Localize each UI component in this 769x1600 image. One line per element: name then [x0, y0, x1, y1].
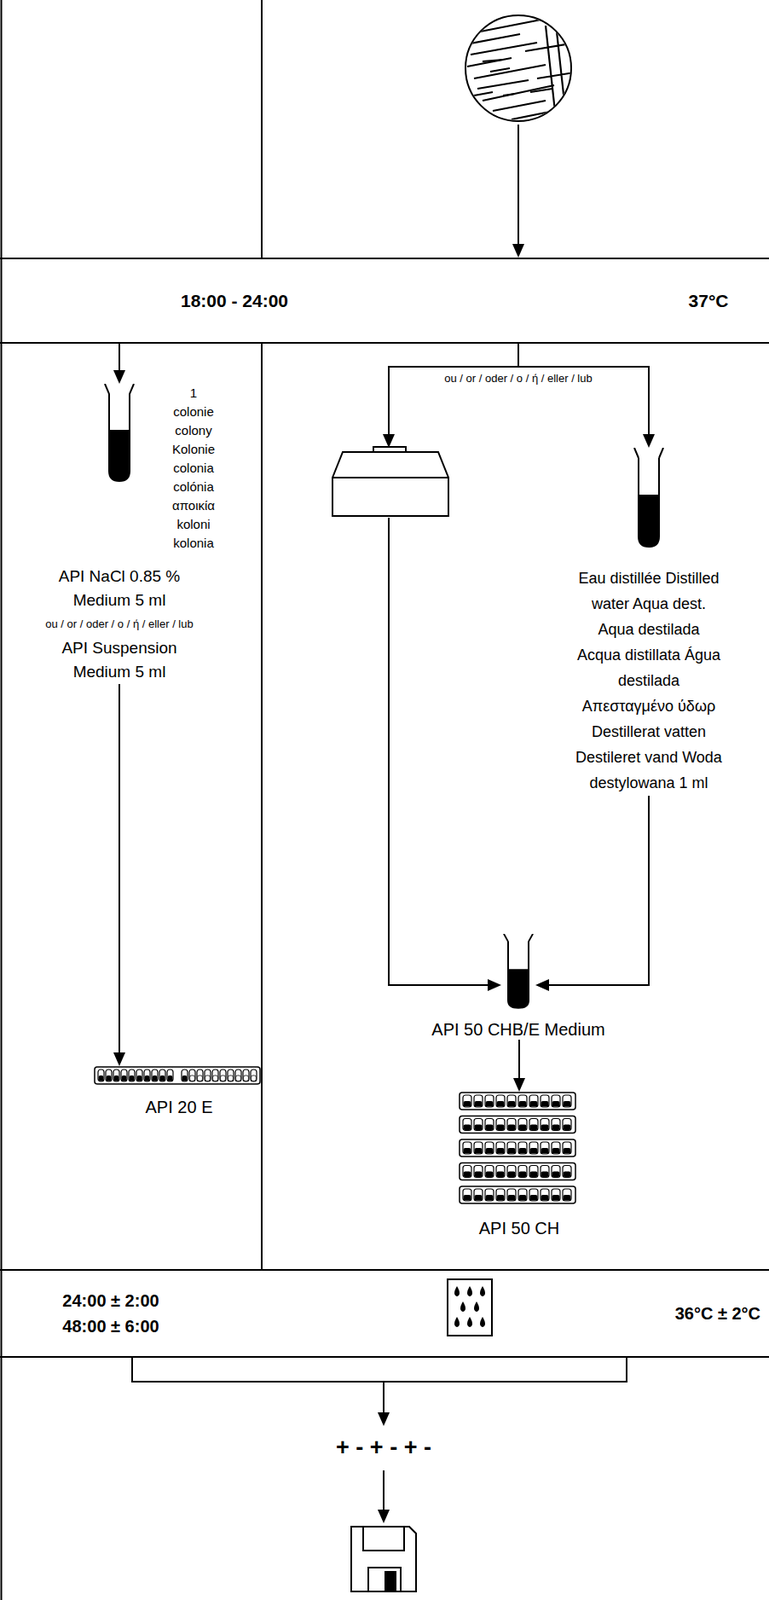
medium-label: API 50 CHB/E Medium — [431, 1018, 605, 1040]
culture-plate — [465, 15, 580, 122]
test-tube — [501, 933, 536, 1011]
arrowhead — [513, 1077, 526, 1092]
alternative-note: ou / or / oder / o / ή / eller / lub — [29, 617, 209, 631]
merge-line — [388, 517, 488, 985]
water-label: Eau distillée Distilled water Aqua dest.… — [575, 565, 723, 796]
result-bracket — [132, 1357, 627, 1382]
frame-line — [0, 0, 3, 1600]
arrowhead — [113, 370, 126, 384]
connector-line — [518, 343, 649, 434]
api-strip — [458, 1091, 580, 1204]
medium-label: API Suspension Medium 5 ml — [46, 636, 192, 684]
connector-line — [118, 343, 121, 371]
flow-arrow — [517, 124, 520, 244]
test-tube — [631, 447, 666, 550]
humidity-symbol — [447, 1278, 492, 1336]
connector — [535, 795, 649, 991]
annotation: + - + - + - — [335, 1432, 432, 1462]
incubation-time: 24:00 ± 2:00 48:00 ± 6:00 — [46, 1287, 175, 1339]
connector — [113, 683, 126, 1066]
arrowhead — [642, 433, 655, 448]
floppy-disk-icon — [351, 1526, 417, 1591]
connector-line — [518, 1039, 521, 1078]
test-tube — [102, 383, 137, 485]
annotation: ou / or / oder / o / ή / eller / lub — [428, 371, 608, 386]
connector — [513, 1039, 526, 1092]
connector — [518, 343, 655, 448]
densitometer-symbol — [332, 446, 449, 516]
arrowhead — [535, 978, 550, 991]
node-box: 24:00 ± 2:00 48:00 ± 6:00 36°C ± 2°C — [0, 1268, 769, 1358]
strip-label: API 20 E — [93, 1096, 265, 1117]
temperature-label: 37°C — [688, 290, 729, 312]
flow-arrow — [382, 1469, 385, 1510]
node-box: API 50 CHB/E Medium — [501, 933, 536, 1040]
connector-line — [549, 795, 649, 985]
node-box: API 20 E — [93, 1065, 265, 1117]
medium-label: API NaCl 0.85 % Medium 5 ml — [46, 564, 192, 613]
tube-row: 1 colonie colony Kolonie colonia colónia… — [0, 383, 239, 553]
time-label: 18:00 - 24:00 — [180, 290, 289, 312]
node-box: Eau distillée Distilled water Aqua dest.… — [572, 447, 726, 796]
inoculum-note: 1 colonie colony Kolonie colonia colónia… — [168, 383, 219, 553]
column-divider — [260, 343, 263, 1269]
column-divider — [260, 0, 263, 258]
flow-arrow — [382, 1381, 385, 1412]
connector-line — [118, 683, 121, 1053]
node-box: 1 colonie colony Kolonie colonia colónia… — [0, 383, 239, 684]
temperature-label: 36°C ± 2°C — [675, 1303, 761, 1324]
node-box: API 50 CH — [458, 1091, 580, 1238]
api-strip — [93, 1065, 265, 1085]
node-box: 18:00 - 24:00 37°C — [0, 257, 769, 344]
arrowhead — [113, 1052, 126, 1066]
connector — [113, 343, 126, 384]
strip-label: API 50 CH — [458, 1217, 580, 1238]
